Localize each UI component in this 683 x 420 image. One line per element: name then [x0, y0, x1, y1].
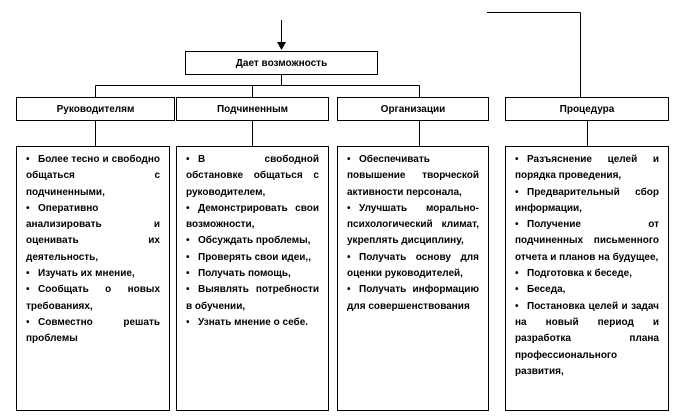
procedure-steps-list: Разъяснение целей и порядка проведения, … [515, 152, 659, 380]
organization-benefits-box: Обеспечивать повышение творческой активн… [337, 146, 489, 411]
list-item: Получение от подчиненных письменного отч… [515, 217, 659, 266]
list-item: Разъяснение целей и порядка проведения, [515, 152, 659, 185]
list-item: Постановка целей и задач на новый период… [515, 299, 659, 380]
list-item: Совместно решать проблемы [26, 315, 160, 348]
organization-benefits-list: Обеспечивать повышение творческой активн… [347, 152, 479, 315]
incoming-arrow-head [277, 42, 286, 50]
list-item: Изучать их мнение, [26, 266, 160, 282]
header-organization-label: Организации [380, 103, 446, 115]
list-item: Беседа, [515, 282, 659, 298]
header-subordinates-label: Подчиненным [216, 103, 289, 115]
header-managers: Руководителям [16, 97, 175, 121]
procedure-steps-box: Разъяснение целей и порядка проведения, … [505, 146, 669, 411]
list-item: Оперативно анализировать и оценивать их … [26, 201, 160, 266]
capability-label: Дает возможность [235, 57, 328, 69]
list-item: Обеспечивать повышение творческой активн… [347, 152, 479, 201]
list-item: Подготовка к беседе, [515, 266, 659, 282]
list-item: Обсуждать проблемы, [186, 233, 319, 249]
header-procedure-label: Процедура [559, 103, 615, 115]
list-item: Проверять свои идеи,, [186, 250, 319, 266]
list-item: Более тесно и свободно общаться с подчин… [26, 152, 160, 201]
list-item: Сообщать о новых требованиях, [26, 282, 160, 315]
subordinates-benefits-list: В свободной обстановке общаться с руково… [186, 152, 319, 331]
list-item: Демонстрировать свои возможности, [186, 201, 319, 234]
managers-benefits-box: Более тесно и свободно общаться с подчин… [16, 146, 170, 411]
list-item: Выявлять потребности в обучении, [186, 282, 319, 315]
list-item: Узнать мнение о себе. [186, 315, 319, 331]
list-item: В свободной обстановке общаться с руково… [186, 152, 319, 201]
list-item: Предварительный сбор информации, [515, 185, 659, 218]
header-subordinates: Подчиненным [176, 97, 329, 121]
subordinates-benefits-box: В свободной обстановке общаться с руково… [176, 146, 329, 411]
header-organization: Организации [337, 97, 489, 121]
list-item: Получать помощь, [186, 266, 319, 282]
list-item: Улучшать морально-психологический климат… [347, 201, 479, 250]
list-item: Получать основу для оценки руководителей… [347, 250, 479, 283]
managers-benefits-list: Более тесно и свободно общаться с подчин… [26, 152, 160, 348]
capability-box: Дает возможность [185, 51, 378, 75]
list-item: Получать информацию для совершенствовани… [347, 282, 479, 315]
header-managers-label: Руководителям [56, 103, 135, 115]
header-procedure: Процедура [505, 97, 669, 121]
